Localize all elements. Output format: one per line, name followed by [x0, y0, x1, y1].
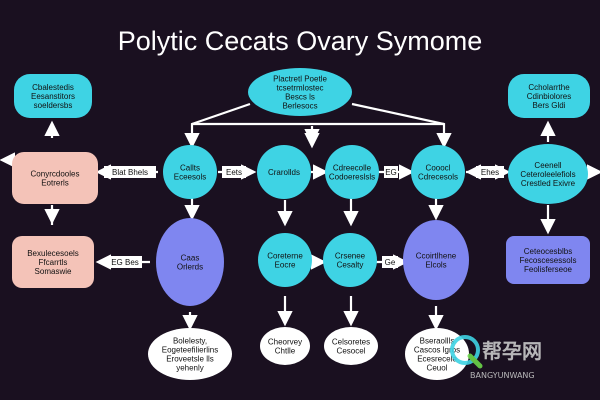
watermark: 帮孕网 BANGYUNWANG	[450, 335, 542, 380]
edge-label-4: Ehes	[481, 168, 499, 177]
node-label-line: Ffcarrtls	[39, 258, 68, 267]
node-label-line: Cdinbiolores	[527, 92, 571, 101]
node-label-line: Cdreecolle	[333, 164, 372, 173]
edge-label-5: EG Bes	[111, 258, 139, 267]
node-label-line: Bescs ls	[285, 93, 315, 102]
node-label-line: Eroveetsle lls	[166, 355, 214, 364]
node-label-line: Ecesrecele	[417, 355, 457, 364]
node-label-line: Bers Gldi	[533, 101, 566, 110]
edge-label-1: Blat Bhels	[112, 168, 148, 177]
connectors	[0, 102, 600, 331]
node-label-line: Celsoretes	[332, 338, 370, 347]
node-label-line: Elcols	[425, 261, 446, 270]
node-label-line: Bseraollls	[420, 337, 455, 346]
watermark-cn: 帮孕网	[482, 339, 542, 363]
node-label-line: Ceenell	[534, 161, 561, 170]
node-label-line: Eceesols	[174, 173, 206, 182]
node-label-line: Bexulecesoels	[27, 249, 79, 258]
node-label-line: Callts	[180, 164, 200, 173]
node-label-line: Eogeteefilierlins	[162, 346, 218, 355]
node-label-line: Somaswie	[35, 267, 72, 276]
node-label-line: Ceteocesblbs	[524, 247, 572, 256]
node-label-line: Cbalestedis	[32, 83, 74, 92]
edge-label-3: EG	[385, 168, 397, 177]
watermark-logo-icon	[450, 335, 480, 365]
node-label-line: Eesanstitors	[31, 92, 75, 101]
node-label-line: Bolelesty,	[173, 337, 207, 346]
node-label-line: Cheorvey	[268, 338, 302, 347]
node-label-line: Conyrcdooles	[31, 170, 80, 179]
node-label-line: Crestled Exivre	[521, 179, 576, 188]
node-label-line: tcsetrmlostec	[276, 84, 323, 93]
node-label-line: Cdrecesols	[418, 173, 458, 182]
edge-labels: Blat Bhels Eets EG Ehes EG Bes Ge	[104, 166, 504, 268]
node-label-line: Crsenee	[335, 252, 366, 261]
node-label-line: Chtlle	[275, 347, 296, 356]
watermark-en: BANGYUNWANG	[470, 371, 535, 380]
node-label-line: Ccholarrthe	[528, 83, 570, 92]
node-label-line: yehenly	[176, 364, 204, 373]
node-label-line: Eotrerls	[41, 179, 69, 188]
node-label-line: Ceteroleelefiols	[520, 170, 575, 179]
node-mid-c[interactable]: Crarollds	[257, 145, 311, 199]
edge-label-6: Ge	[385, 258, 396, 267]
node-label-line: Cascos lgros	[414, 346, 460, 355]
node-label-line: Fecoscesessols	[520, 256, 577, 265]
node-label-line: Feolisferseoe	[524, 265, 573, 274]
node-label-line: Orlerds	[177, 263, 203, 272]
node-label-line: Ccoirtlhene	[416, 252, 457, 261]
node-label-line: Cesocel	[337, 347, 366, 356]
node-label-line: Coreterne	[267, 252, 303, 261]
edge-label-2: Eets	[226, 168, 242, 177]
node-label-line: Plactretl Poetle	[273, 75, 327, 84]
node-label-line: soeldersbs	[34, 101, 73, 110]
page-title: Polytic Cecats Ovary Symome	[118, 26, 483, 56]
node-label-line: Crarollds	[268, 168, 300, 177]
node-label-line: Caas	[181, 254, 200, 263]
node-label-line: Cesalty	[337, 261, 364, 270]
node-label-line: Cooocl	[426, 164, 451, 173]
node-label-line: Eocre	[275, 261, 296, 270]
node-label-line: Ceuol	[427, 364, 448, 373]
node-label-line: Berlesocs	[282, 102, 317, 111]
node-label-line: Codoereslsls	[329, 173, 375, 182]
